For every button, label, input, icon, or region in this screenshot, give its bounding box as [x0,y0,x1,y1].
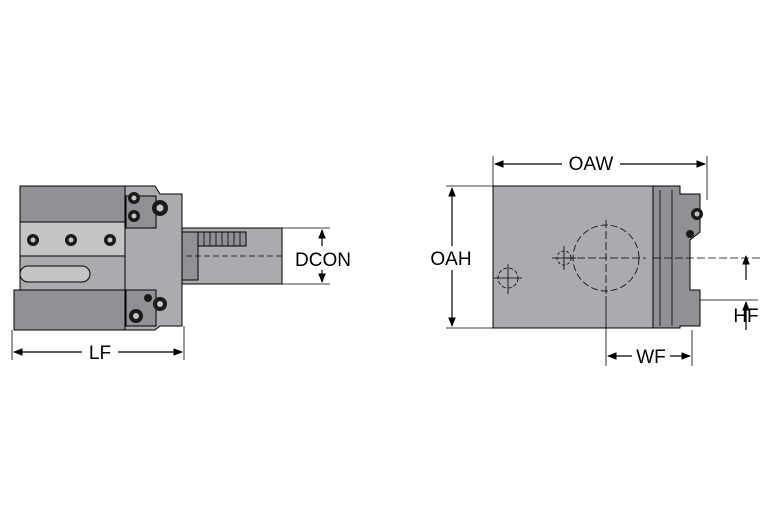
wf-label: WF [636,347,666,368]
oah-label: OAH [430,249,471,270]
side-view: LF DCON [11,185,356,364]
front-view: OAW OAH WF HF [424,151,760,368]
screw-icon [152,200,168,216]
screw-icon [144,294,152,302]
coolant-slot [19,265,91,283]
side-view-lower-block [13,289,126,331]
screw-icon [691,208,703,220]
dcon-label: DCON [295,250,351,271]
screw-icon [686,230,694,238]
shank-thread [197,231,247,247]
lf-label: LF [89,343,111,364]
mounting-hole [494,264,522,294]
screw-icon [27,234,39,246]
screw-icon [129,309,143,323]
screw-icon [153,297,167,311]
screw-icon [128,192,140,204]
screw-icon [104,234,116,246]
front-view-clamp-side [652,185,701,329]
screw-icon [128,210,140,222]
side-view-top-strip [19,185,126,223]
oaw-label: OAW [569,154,614,175]
coolant-port [552,246,576,270]
screw-icon [65,234,77,246]
hf-label: HF [733,306,758,327]
